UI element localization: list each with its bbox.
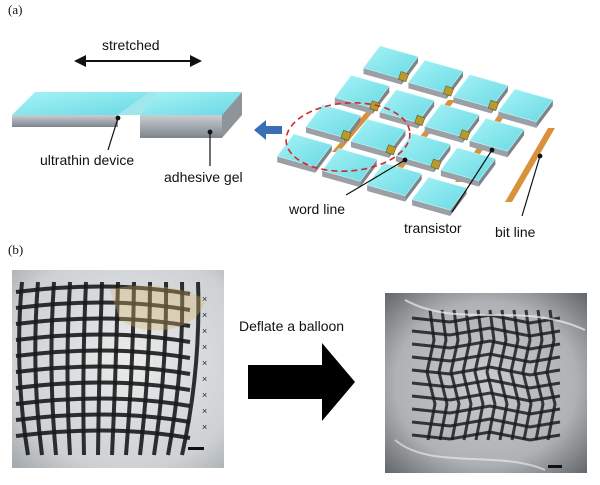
deflate-label: Deflate a balloon	[239, 318, 344, 334]
word-line-label: word line	[289, 201, 345, 217]
cross-mark: ×	[202, 422, 207, 432]
panel-a-label: (a)	[8, 2, 22, 18]
blue-arrow	[254, 120, 282, 140]
deflate-arrow	[248, 343, 355, 421]
word-line-leader-dot	[403, 158, 408, 163]
photo-before: ×××××××××	[12, 270, 224, 468]
left-gel-side	[12, 115, 118, 127]
stretch-arrowhead-left	[74, 55, 86, 67]
gel-leader-dot	[208, 130, 213, 135]
ultrathin-device-label: ultrathin device	[40, 152, 134, 168]
panel-b-label: (b)	[8, 242, 23, 258]
transistor-label: transistor	[404, 220, 462, 236]
cross-mark: ×	[202, 310, 207, 320]
stretch-arrowhead-right	[190, 55, 202, 67]
cross-mark: ×	[202, 358, 207, 368]
device-array-illustration	[277, 46, 555, 216]
photo-after	[385, 293, 587, 473]
cross-mark: ×	[202, 390, 207, 400]
bit-line-label: bit line	[495, 224, 535, 240]
bit-line-leader-dot	[538, 154, 543, 159]
stretched-label: stretched	[102, 37, 160, 53]
transistor-leader-dot	[490, 148, 495, 153]
cross-mark: ×	[202, 342, 207, 352]
stretched-device-illustration	[12, 55, 242, 166]
adhesive-gel-label: adhesive gel	[164, 169, 243, 185]
scale-bar-after	[548, 465, 562, 468]
ultrathin-leader-dot	[116, 116, 121, 121]
tile-grid	[277, 46, 553, 216]
cross-mark: ×	[202, 374, 207, 384]
cross-mark: ×	[202, 326, 207, 336]
cross-mark: ×	[202, 406, 207, 416]
scale-bar-before	[188, 447, 204, 450]
